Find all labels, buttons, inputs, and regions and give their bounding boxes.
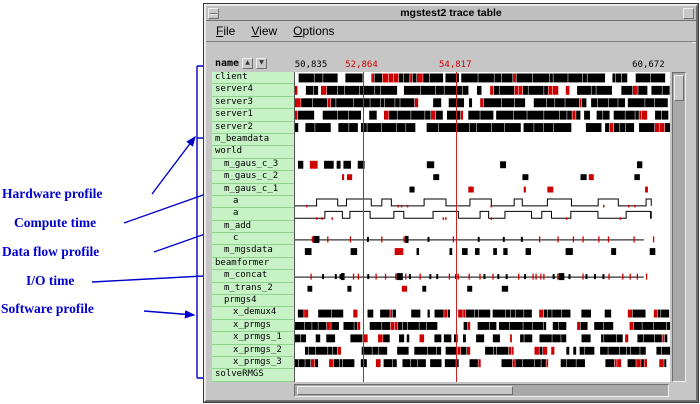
row-name-c[interactable]: c bbox=[212, 233, 294, 246]
vertical-scrollbar-thumb[interactable] bbox=[674, 75, 684, 101]
row-name-server3[interactable]: server3 bbox=[212, 96, 294, 110]
row-name-client[interactable]: client bbox=[212, 72, 294, 85]
window-menu-button[interactable] bbox=[208, 7, 219, 19]
content-area: name ▲ ▼ 50,835 52,864 54,817 60,672 client… bbox=[206, 42, 692, 398]
row-name-x_prmgs_2[interactable]: x_prmgs_2 bbox=[212, 344, 294, 357]
menu-file[interactable]: File bbox=[216, 24, 236, 38]
row-name-world[interactable]: world bbox=[212, 146, 294, 159]
window-maximize-button[interactable] bbox=[683, 7, 694, 19]
sort-up-button[interactable]: ▲ bbox=[242, 57, 254, 69]
ruler-tick: 50,835 bbox=[294, 60, 328, 70]
ruler-tick: 60,672 bbox=[632, 60, 665, 70]
row-name-server2[interactable]: server2 bbox=[212, 121, 294, 134]
arrow-software-profile bbox=[143, 310, 196, 319]
row-name-x_demux4[interactable]: x_demux4 bbox=[212, 307, 294, 320]
menu-view[interactable]: View bbox=[251, 24, 278, 38]
titlebar[interactable]: mgstest2 trace table bbox=[206, 6, 696, 21]
row-name-x_prmgs_3[interactable]: x_prmgs_3 bbox=[212, 356, 294, 370]
vertical-scrollbar[interactable] bbox=[672, 72, 686, 382]
row-name-m_trans_2[interactable]: m_trans_2 bbox=[212, 282, 294, 296]
row-name-a[interactable]: a bbox=[212, 195, 294, 209]
row-name-m_gaus_c_1[interactable]: m_gaus_c_1 bbox=[212, 183, 294, 196]
window-menu-icon bbox=[210, 12, 217, 15]
timeline-canvas[interactable] bbox=[295, 72, 670, 382]
name-header-label: name bbox=[215, 57, 240, 69]
label-hardware-profile: Hardware profile bbox=[2, 186, 103, 201]
row-name-solveRMGS[interactable]: solveRMGS bbox=[212, 369, 294, 382]
row-name-a[interactable]: a bbox=[212, 208, 294, 221]
timeline-area[interactable] bbox=[295, 72, 670, 382]
label-compute-time: Compute time bbox=[14, 215, 97, 230]
window-title: mgstest2 trace table bbox=[400, 7, 502, 19]
row-name-server1[interactable]: server1 bbox=[212, 109, 294, 122]
label-data-flow-profile: Data flow profile bbox=[2, 244, 100, 259]
row-name-m_add[interactable]: m_add bbox=[212, 220, 294, 234]
row-name-m_concat[interactable]: m_concat bbox=[212, 270, 294, 283]
row-name-server4[interactable]: server4 bbox=[212, 84, 294, 97]
time-ruler: 50,835 52,864 54,817 60,672 bbox=[294, 54, 669, 72]
row-name-prmgs4[interactable]: prmgs4 bbox=[212, 295, 294, 308]
horizontal-scrollbar[interactable] bbox=[294, 384, 669, 397]
row-name-x_prmgs_1[interactable]: x_prmgs_1 bbox=[212, 332, 294, 345]
ruler-tick: 54,817 bbox=[438, 60, 472, 70]
row-name-m_gaus_c_2[interactable]: m_gaus_c_2 bbox=[212, 171, 294, 184]
label-software-profile: Software profile bbox=[1, 301, 94, 316]
row-name-m_gaus_c_3[interactable]: m_gaus_c_3 bbox=[212, 158, 294, 172]
label-io-time: I/O time bbox=[26, 273, 75, 288]
arrow-hardware-profile bbox=[151, 135, 196, 195]
name-column-header: name ▲ ▼ bbox=[212, 54, 294, 72]
menubar: File View Options bbox=[206, 21, 696, 42]
row-name-m_beamdata[interactable]: m_beamdata bbox=[212, 133, 294, 147]
horizontal-scrollbar-thumb[interactable] bbox=[297, 386, 514, 395]
header-row: name ▲ ▼ 50,835 52,864 54,817 60,672 bbox=[212, 54, 690, 72]
row-name-m_mgsdata[interactable]: m_mgsdata bbox=[212, 245, 294, 258]
sort-down-button[interactable]: ▼ bbox=[256, 57, 268, 69]
trace-table-window: mgstest2 trace table File View Options n… bbox=[203, 3, 699, 403]
menu-options[interactable]: Options bbox=[293, 24, 335, 38]
row-name-x_prmgs[interactable]: x_prmgs bbox=[212, 319, 294, 333]
ruler-tick: 52,864 bbox=[345, 60, 378, 70]
row-name-beamformer[interactable]: beamformer bbox=[212, 257, 294, 271]
